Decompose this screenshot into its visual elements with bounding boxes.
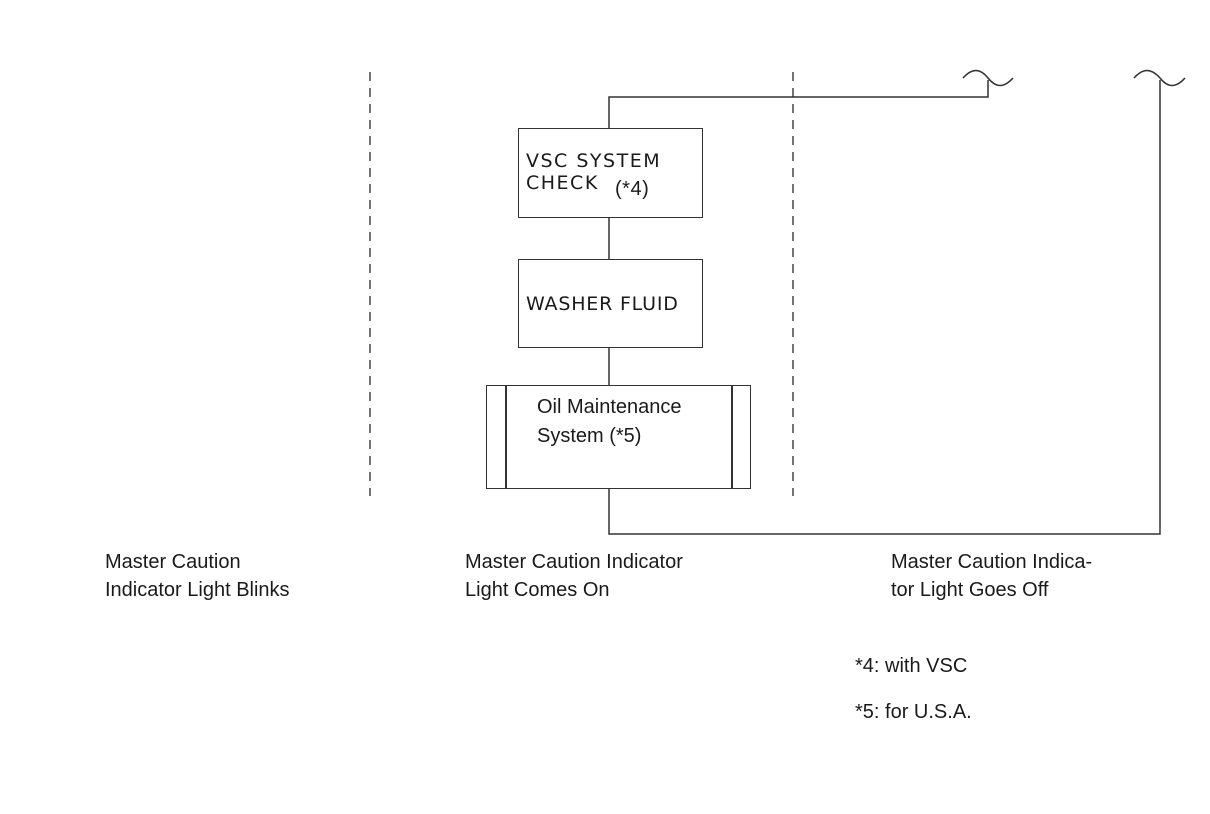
top-connector bbox=[608, 80, 989, 128]
oil-maintenance-box bbox=[486, 385, 751, 489]
vsc-box-footnote-ref: (*4) bbox=[615, 178, 650, 200]
break-mark-right bbox=[1133, 69, 1186, 87]
column-label-goes-off-line2: tor Light Goes Off bbox=[891, 579, 1049, 601]
vsc-box-line1: VSC SYSTEM bbox=[526, 150, 662, 172]
oil-box-inner-bar-left bbox=[505, 385, 507, 489]
column-label-goes-off-line1: Master Caution Indica- bbox=[891, 551, 1093, 573]
oil-box-inner-bar-right bbox=[731, 385, 733, 489]
oil-box-line1: Oil Maintenance bbox=[537, 396, 682, 418]
column-label-comes-on-line2: Light Comes On bbox=[465, 579, 610, 601]
vsc-box-line2: CHECK bbox=[526, 172, 599, 194]
oil-box-line2: System (*5) bbox=[537, 425, 642, 447]
footnote-4: *4: with VSC bbox=[855, 655, 968, 677]
column-label-blinks-line1: Master Caution bbox=[105, 551, 241, 573]
washer-fluid-box bbox=[518, 259, 703, 348]
break-mark-left bbox=[962, 69, 1014, 87]
column-label-comes-on-line1: Master Caution Indicator bbox=[465, 551, 683, 573]
vsc-system-check-box bbox=[518, 128, 703, 218]
column-label-blinks-line2: Indicator Light Blinks bbox=[105, 579, 290, 601]
footnote-5: *5: for U.S.A. bbox=[855, 701, 972, 723]
washer-box-label: WASHER FLUID bbox=[526, 293, 679, 315]
bottom-connector bbox=[608, 80, 1161, 535]
